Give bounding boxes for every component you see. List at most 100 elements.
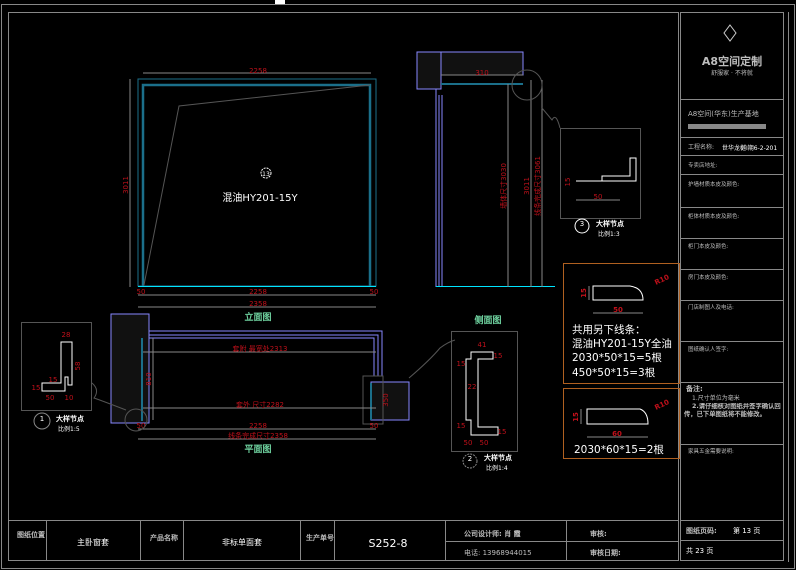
field-confirm: 图纸确认人签字: xyxy=(688,345,729,353)
profile-a-note-1: 共用另下线条： xyxy=(572,323,646,336)
field-maker: 门店制图人及电话: xyxy=(688,303,734,311)
crosshair-marker xyxy=(275,0,285,4)
detail1-dim-5: 10 xyxy=(65,394,74,402)
field-material-1: 护墙材质本皮及颜色: xyxy=(688,180,740,188)
product-value: 非标单面套 xyxy=(222,537,262,547)
project-label: 工程名称: xyxy=(688,143,714,151)
elevation-view: 2258 2258 50 50 2358 3011 13 混油HY201-15Y… xyxy=(122,67,378,323)
side-section-dim-6: 50 xyxy=(480,439,489,447)
logo-icon xyxy=(723,24,737,42)
project-value: 世华龙樾I期6-2-201 xyxy=(722,144,777,152)
side-section: 侧面图 41 15 22 15 15 15 50 50 2 大样节点 比例1:4 xyxy=(451,314,518,472)
product-label: 产品名称 xyxy=(150,533,178,542)
detail2-title: 大样节点 xyxy=(484,453,512,462)
phone: 电话: 13968944015 xyxy=(464,548,532,557)
notes-title: 备注: xyxy=(685,384,703,393)
outer-frame xyxy=(1,4,795,569)
elevation-dim-right: 50 xyxy=(370,288,379,296)
elevation-marker: 13 xyxy=(262,171,270,178)
side-dim-top: 310 xyxy=(475,69,488,77)
detail3-dim-height: 15 xyxy=(564,178,572,187)
detail1-dim-1: 58 xyxy=(74,362,82,371)
footer-frame xyxy=(8,520,679,561)
detail3-title: 大样节点 xyxy=(596,219,624,228)
plan-dim-widest: 套附 最宽处2313 xyxy=(232,344,287,353)
profile-a-dim-radius: R10 xyxy=(653,273,670,287)
review-label: 审核: xyxy=(590,529,607,538)
detail1-dim-0: 28 xyxy=(62,331,71,339)
designer: 公司设计师: 肖 霞 xyxy=(464,529,522,538)
plan-dim-inner: 2258 xyxy=(249,422,267,430)
elevation-dim-height: 3011 xyxy=(122,176,130,194)
elevation-dim-left: 50 xyxy=(137,288,146,296)
title-block-frame xyxy=(680,12,784,561)
plan-dim-outer: 套外 尺寸2282 xyxy=(236,400,284,409)
side-dim-wall: 墙体尺寸3030 xyxy=(499,163,508,209)
profile-a-dim-thickness: 15 xyxy=(580,288,588,298)
side-section-dim-2: 22 xyxy=(468,383,477,391)
plan-dim-end-left: 50 xyxy=(137,422,146,430)
field-material-3: 柜门本皮及颜色: xyxy=(688,242,729,250)
detail3-dim-width: 50 xyxy=(594,193,603,201)
profile-a-dim-width: 50 xyxy=(613,306,623,314)
profile-a-note-4: 450*50*15=3根 xyxy=(572,366,656,379)
company-name: A8空间(华东)生产基地 xyxy=(688,109,759,118)
footer-block: 图纸位置 主卧窗套 产品名称 非标单面套 生产单号 S252-8 公司设计师: … xyxy=(17,521,678,560)
side-dim-finished: 线条完成尺寸3061 xyxy=(533,156,542,216)
order-label: 生产单号 xyxy=(306,533,334,542)
detail3-number: 3 xyxy=(580,220,584,228)
elevation-dim-total: 2358 xyxy=(249,300,267,308)
field-hardware: 家具五金需要说明: xyxy=(688,447,734,455)
profile-a-note-3: 2030*50*15=5根 xyxy=(572,351,662,364)
field-material-2: 柜体材质本皮及颜色: xyxy=(688,212,740,220)
detail-3: 50 15 3 大样节点 比例1:3 xyxy=(560,128,641,238)
total-pages: 共 23 页 xyxy=(686,546,713,555)
side-section-dim-5: 15 xyxy=(498,428,507,436)
plan-dim-end-right: 50 xyxy=(370,422,379,430)
location-value: 主卧窗套 xyxy=(77,537,109,547)
review-date-label: 审核日期: xyxy=(590,548,621,557)
profile-b-dim-radius: R10 xyxy=(653,398,670,412)
note-2: 2.请仔细核对图纸并签字确认回传，已下单图纸将不能修改。 xyxy=(684,403,781,418)
detail3-scale: 比例1:3 xyxy=(598,230,620,238)
elevation-material-label: 混油HY201-15Y xyxy=(222,191,298,204)
note-1: 1.尺寸单位为毫米 xyxy=(692,394,740,402)
detail1-dim-4: 50 xyxy=(46,394,55,402)
side-section-dim-3: 15 xyxy=(494,352,503,360)
plan-dim-depth: 810 xyxy=(145,372,153,385)
plan-title: 平面图 xyxy=(244,444,271,455)
profile-b-dim-width: 60 xyxy=(612,430,622,438)
page-label: 图纸页码: xyxy=(686,526,717,535)
page-value: 第 13 页 xyxy=(733,526,760,535)
side-section-dim-4: 15 xyxy=(457,422,466,430)
logo-text: A8空间定制 xyxy=(702,54,762,68)
side-view: 310 墙体尺寸3030 3011 线条完成尺寸3061 xyxy=(416,51,561,287)
detail1-number: 1 xyxy=(40,415,44,423)
plan-dim-right: 350 xyxy=(382,393,390,406)
profile-a: 15 50 R10 共用另下线条： 混油HY201-15Y全油 2030*50*… xyxy=(563,263,680,384)
detail1-dim-2: 15 xyxy=(49,376,58,384)
plan-view: 套附 最宽处2313 套外 尺寸2282 2258 50 50 线条完成尺寸23… xyxy=(91,313,456,455)
profile-a-note-2: 混油HY201-15Y全油 xyxy=(572,337,672,350)
elevation-dim-top: 2258 xyxy=(249,67,267,75)
side-section-dim-1: 15 xyxy=(457,360,466,368)
detail-1: 28 58 15 15 50 10 1 大样节点 比例1:5 xyxy=(21,322,92,433)
profile-b: 15 60 R10 2030*60*15=2根 xyxy=(563,388,680,459)
plan-dim-finished: 线条完成尺寸2358 xyxy=(228,431,288,440)
elevation-dim-inner: 2258 xyxy=(249,288,267,296)
elevation-title: 立面图 xyxy=(244,311,271,323)
detail1-scale: 比例1:5 xyxy=(58,425,80,433)
field-material-4: 房门本皮及颜色: xyxy=(688,273,729,281)
detail2-scale: 比例1:4 xyxy=(486,464,508,472)
order-value: S252-8 xyxy=(369,537,408,550)
profile-b-dim-thickness: 15 xyxy=(572,412,580,422)
side-section-dim-0: 41 xyxy=(478,341,487,349)
detail2-number: 2 xyxy=(468,455,472,463)
detail1-dim-3: 15 xyxy=(32,384,41,392)
detail1-title: 大样节点 xyxy=(56,414,84,423)
title-block: A8空间定制 舒服家 · 不将就 A8空间(华东)生产基地 工程名称: 世华龙樾… xyxy=(680,24,784,555)
profile-b-note: 2030*60*15=2根 xyxy=(574,443,664,456)
side-section-title: 侧面图 xyxy=(474,314,501,326)
field-address: 专卖店地址: xyxy=(688,161,718,169)
